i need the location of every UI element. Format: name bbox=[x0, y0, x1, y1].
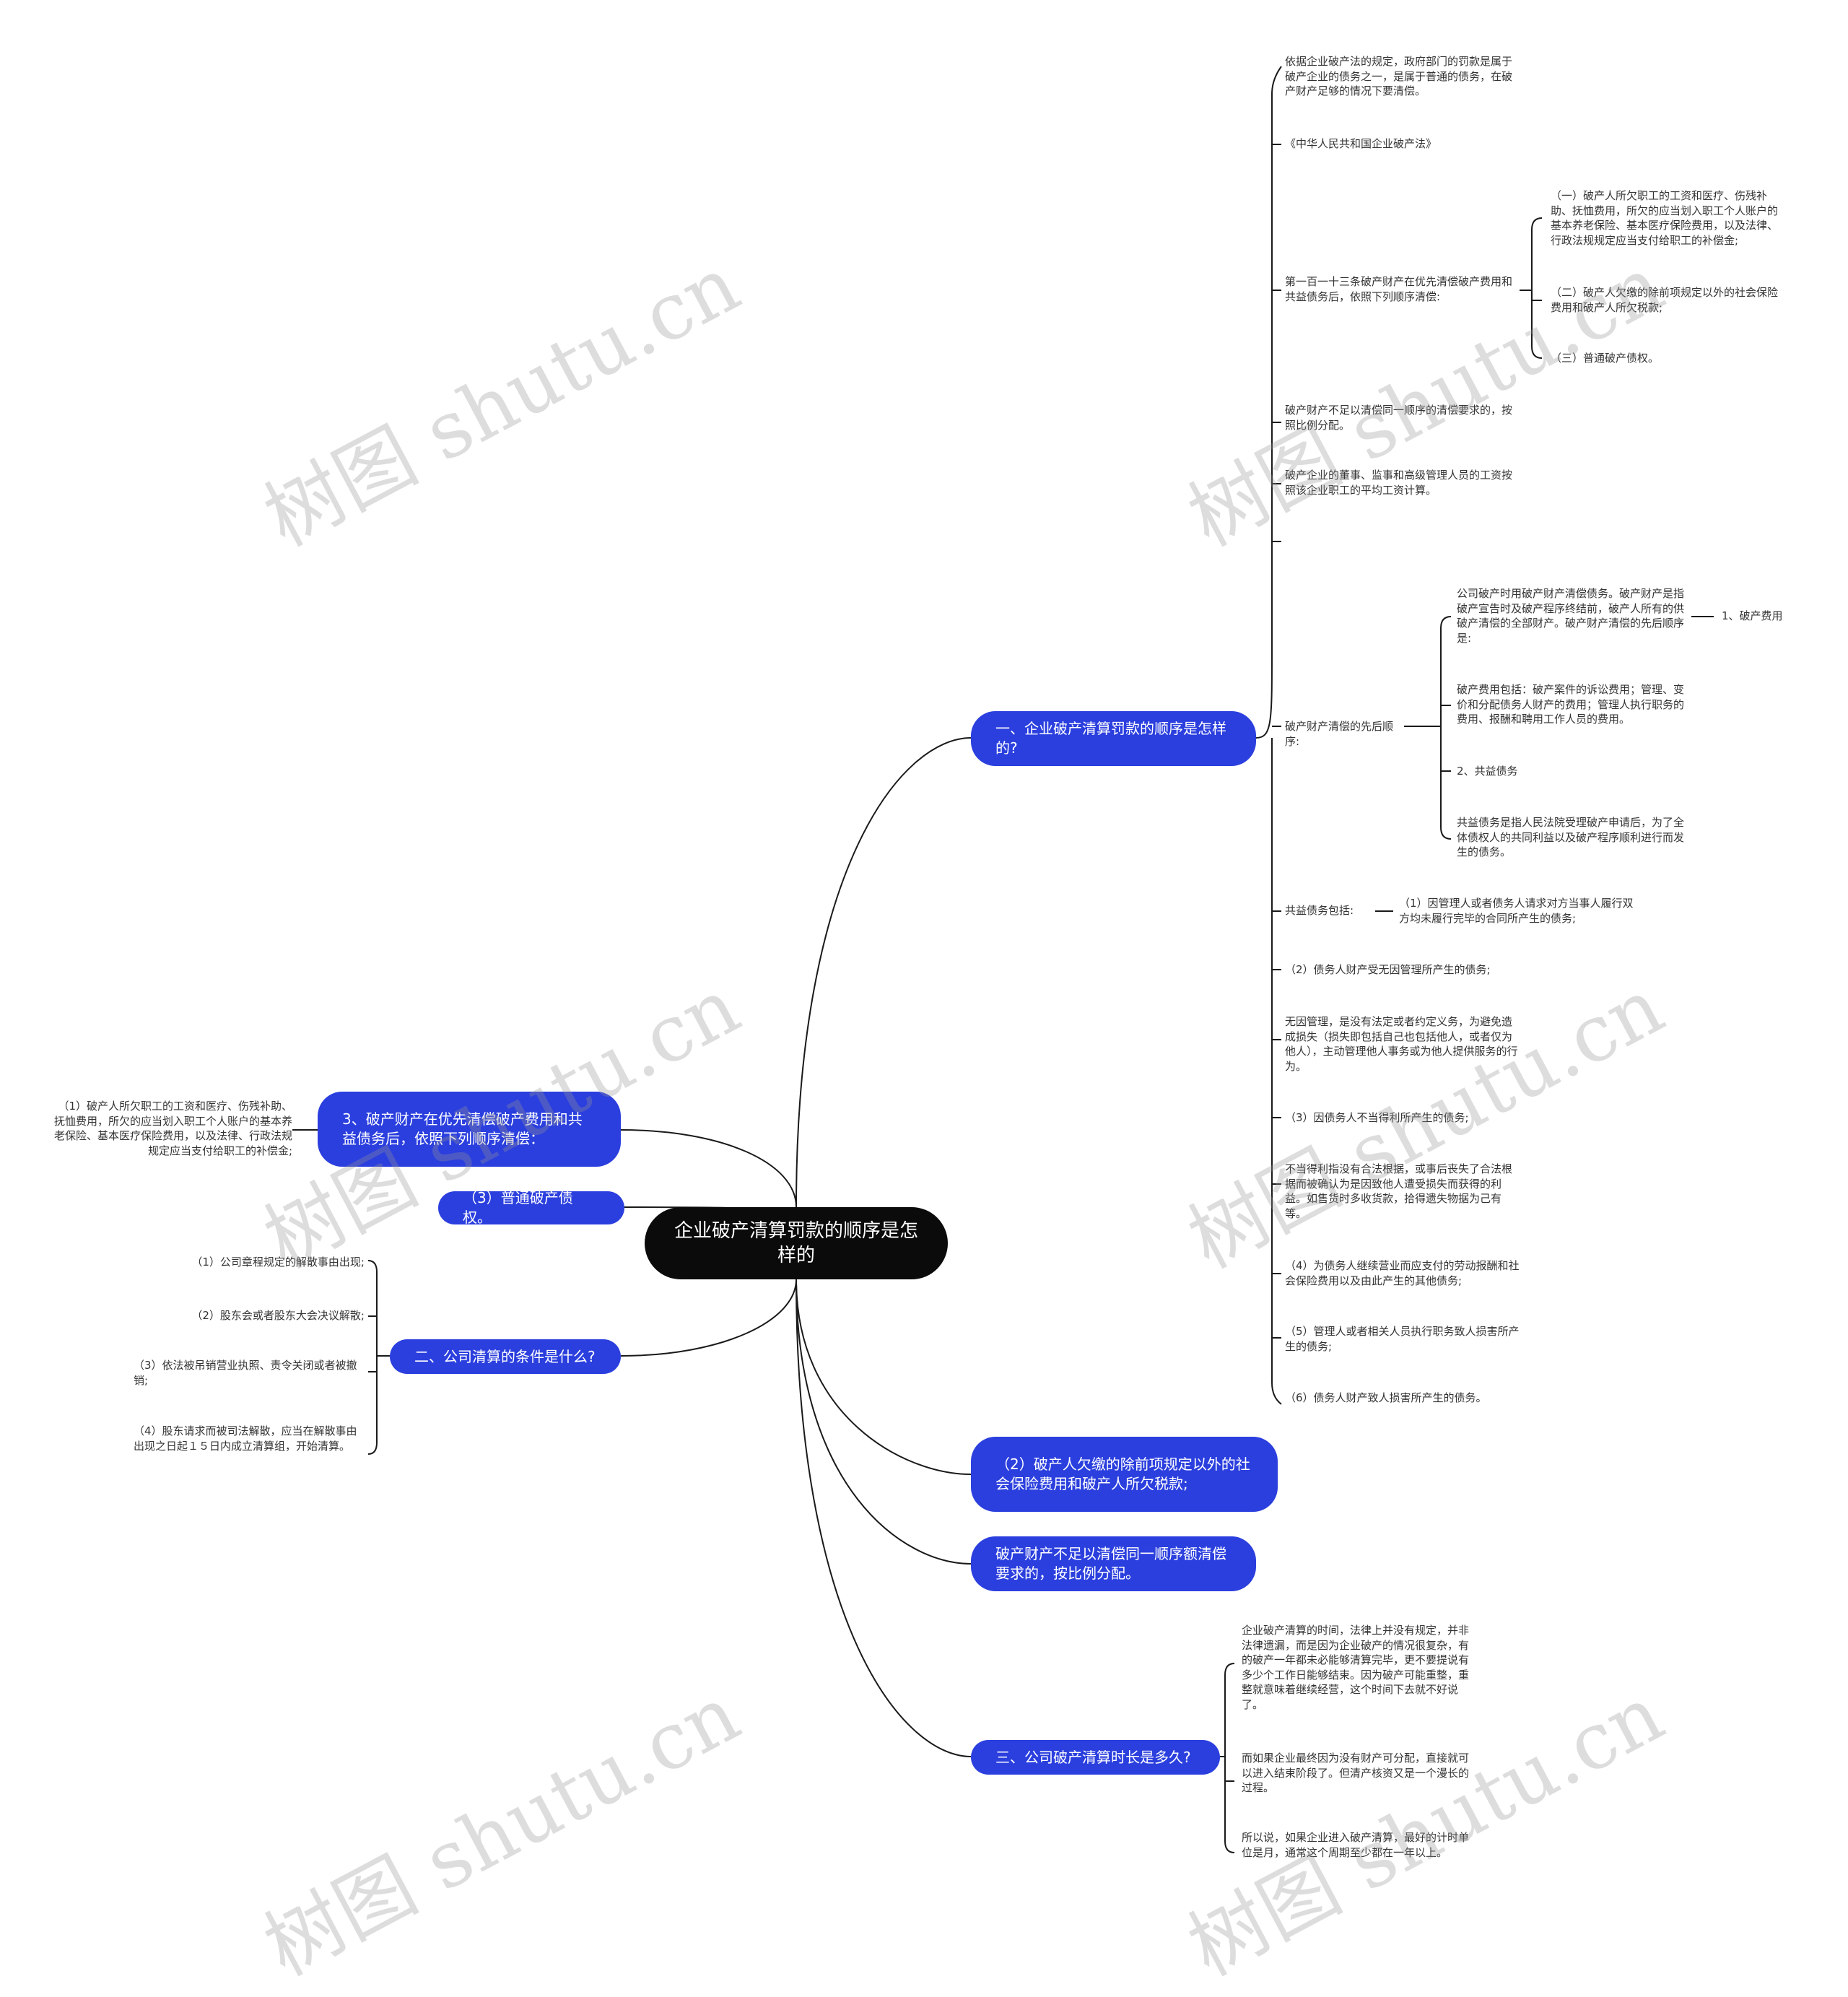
leaf-text: 不当得利指没有合法根据，或事后丧失了合法根据而被确认为是因致他人遭受损失而获得的… bbox=[1285, 1162, 1520, 1221]
branch-duration[interactable]: 三、公司破产清算时长是多久? bbox=[971, 1740, 1220, 1775]
branch-proportional[interactable]: 破产财产不足以清偿同一顺序额清偿要求的，按比例分配。 bbox=[971, 1536, 1256, 1591]
leaf-text: （1）因管理人或者债务人请求对方当事人履行双方均未履行完毕的合同所产生的债务; bbox=[1399, 896, 1634, 926]
leaf-text: 企业破产清算的时间，法律上并没有规定，并非法律遗漏，而是因为企业破产的情况很复杂… bbox=[1242, 1623, 1476, 1712]
leaf-text: （2）债务人财产受无因管理所产生的债务; bbox=[1285, 962, 1520, 978]
leaf-text: 公司破产时用破产财产清偿债务。破产财产是指破产宣告时及破产程序终结前，破产人所有… bbox=[1457, 586, 1691, 645]
leaf-text: 而如果企业最终因为没有财产可分配，直接就可以进入结束阶段了。但清产核资又是一个漫… bbox=[1242, 1751, 1476, 1796]
branch-liquidation-conditions[interactable]: 二、公司清算的条件是什么? bbox=[390, 1339, 621, 1374]
branch-ordinary-claims[interactable]: （3）普通破产债权。 bbox=[438, 1189, 624, 1226]
leaf-text: （4）股东请求而被司法解散，应当在解散事由出现之日起１５日内成立清算组，开始清算… bbox=[134, 1424, 365, 1453]
edge-root-b7 bbox=[620, 1279, 797, 1357]
leaf-text: （4）为债务人继续营业而应支付的劳动报酬和社会保险费用以及由此产生的其他债务; bbox=[1285, 1258, 1520, 1288]
leaf-text: （2）股东会或者股东大会决议解散; bbox=[134, 1308, 365, 1323]
leaf-text: （3）依法被吊销营业执照、责令关闭或者被撤销; bbox=[134, 1358, 365, 1388]
branch-social-insurance[interactable]: （2）破产人欠缴的除前项规定以外的社会保险费用和破产人所欠税款; bbox=[971, 1437, 1278, 1512]
leaf-text: （1）破产人所欠职工的工资和医疗、伤残补助、抚恤费用，所欠的应当划入职工个人账户… bbox=[54, 1099, 293, 1158]
edge-b7-bracket bbox=[367, 1260, 390, 1455]
leaf-text: 破产财产清偿的先后顺序: bbox=[1285, 719, 1404, 749]
edge-b1-bracket bbox=[1255, 66, 1282, 1405]
edge-root-b3 bbox=[796, 1279, 972, 1565]
edge-root-b1 bbox=[796, 737, 972, 1208]
branch-bankruptcy-order[interactable]: 一、企业破产清算罚款的顺序是怎样的? bbox=[971, 711, 1256, 766]
branch-priority-claims[interactable]: 3、破产财产在优先清偿破产费用和共益债务后，依照下列顺序清偿： bbox=[318, 1092, 621, 1167]
leaf-text: 所以说，如果企业进入破产清算，最好的计时单位是月，通常这个周期至少都在一年以上。 bbox=[1242, 1830, 1476, 1860]
leaf-text: 破产企业的董事、监事和高级管理人员的工资按照该企业职工的平均工资计算。 bbox=[1285, 468, 1520, 497]
leaf-text: （二）破产人欠缴的除前项规定以外的社会保险费用和破产人所欠税款; bbox=[1551, 285, 1785, 315]
leaf-text: （一）破产人所欠职工的工资和医疗、伤残补助、抚恤费用，所欠的应当划入职工个人账户… bbox=[1551, 188, 1785, 248]
leaf-text: （三）普通破产债权。 bbox=[1551, 351, 1785, 366]
leaf-text: （1）公司章程规定的解散事由出现; bbox=[134, 1255, 365, 1270]
edge-root-b5 bbox=[620, 1129, 797, 1208]
leaf-text: 破产财产不足以清偿同一顺序的清偿要求的，按照比例分配。 bbox=[1285, 403, 1520, 432]
leaf-text: 无因管理，是没有法定或者约定义务，为避免造成损失（损失即包括自己也包括他人，或者… bbox=[1285, 1014, 1520, 1074]
leaf-text: （5）管理人或者相关人员执行职务致人损害所产生的债务; bbox=[1285, 1324, 1520, 1354]
leaf-text: 共益债务是指人民法院受理破产申请后，为了全体债权人的共同利益以及破产程序顺利进行… bbox=[1457, 815, 1691, 860]
edge-b4-bracket bbox=[1220, 1663, 1235, 1853]
leaf-text: 第一百一十三条破产财产在优先清偿破产费用和共益债务后，依照下列顺序清偿: bbox=[1285, 274, 1520, 304]
edge-root-b4 bbox=[796, 1279, 972, 1757]
edge-root-b2 bbox=[796, 1279, 972, 1475]
leaf-text: 《中华人民共和国企业破产法》 bbox=[1285, 136, 1520, 152]
leaf-text: 1、破产费用 bbox=[1722, 609, 1801, 624]
leaf-text: 依据企业破产法的规定，政府部门的罚款是属于破产企业的债务之一，是属于普通的债务，… bbox=[1285, 54, 1520, 99]
leaf-text: 2、共益债务 bbox=[1457, 764, 1691, 779]
leaf-text: （3）因债务人不当得利所产生的债务; bbox=[1285, 1110, 1520, 1126]
leaf-text: （6）债务人财产致人损害所产生的债务。 bbox=[1285, 1391, 1520, 1406]
leaf-text: 共益债务包括: bbox=[1285, 903, 1375, 918]
leaf-text: 破产费用包括：破产案件的诉讼费用；管理、变价和分配债务人财产的费用；管理人执行职… bbox=[1457, 682, 1691, 727]
root-topic[interactable]: 企业破产清算罚款的顺序是怎样的 bbox=[645, 1207, 948, 1279]
